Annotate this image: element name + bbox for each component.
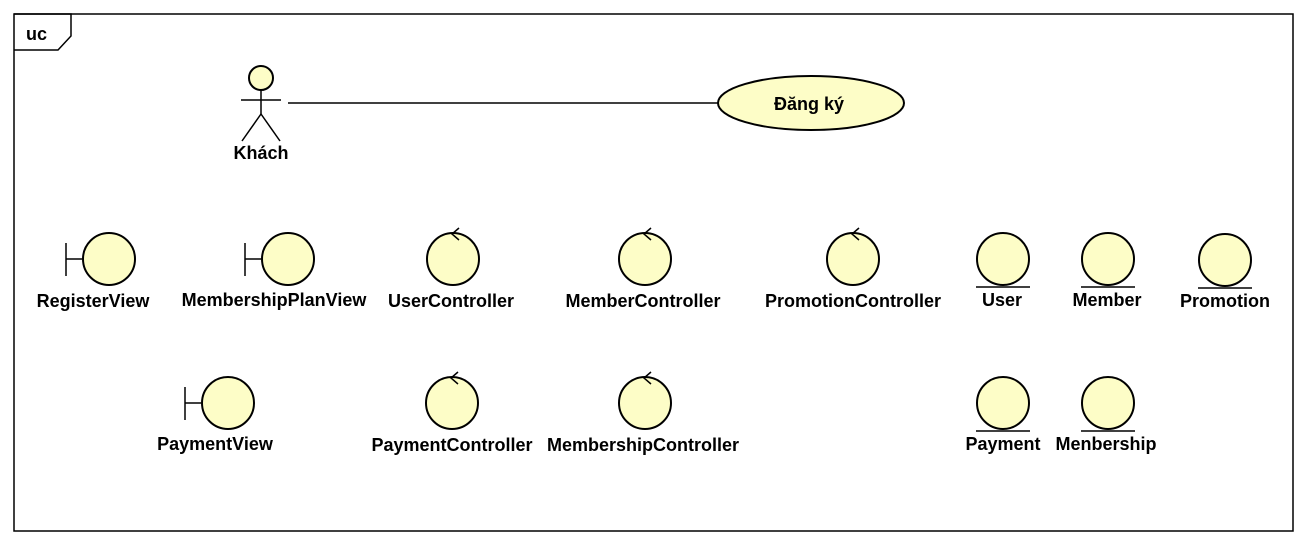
controller-arrow bbox=[450, 227, 460, 241]
boundary-circle bbox=[201, 376, 255, 430]
entity-circle bbox=[1081, 376, 1135, 430]
entity-label: Promotion bbox=[1180, 291, 1270, 311]
controller-promotion[interactable]: PromotionController bbox=[765, 227, 941, 311]
controller-label: PaymentController bbox=[371, 435, 532, 455]
use-case-label: Đăng ký bbox=[774, 94, 844, 114]
entity-circle bbox=[976, 232, 1030, 286]
controller-label: UserController bbox=[388, 291, 514, 311]
entity-promotion[interactable]: Promotion bbox=[1180, 233, 1270, 311]
actor-head bbox=[248, 65, 274, 91]
actor-right-leg bbox=[260, 113, 281, 142]
entity-circle bbox=[976, 376, 1030, 430]
entity-label: Menbership bbox=[1055, 434, 1156, 454]
controller-circle bbox=[618, 376, 672, 430]
controller-arrow bbox=[449, 371, 459, 385]
controller-label: PromotionController bbox=[765, 291, 941, 311]
controller-arrow bbox=[642, 227, 652, 241]
frame-tab bbox=[14, 13, 72, 51]
entity-label: Payment bbox=[965, 434, 1040, 454]
frame-label: uc bbox=[26, 24, 47, 44]
entity-circle bbox=[1198, 233, 1252, 287]
controller-circle bbox=[425, 376, 479, 430]
actor-left-leg bbox=[241, 113, 262, 142]
entity-menbership[interactable]: Menbership bbox=[1055, 376, 1157, 454]
controller-user[interactable]: UserController bbox=[388, 227, 514, 311]
controller-arrow bbox=[642, 371, 652, 385]
controller-label: MemberController bbox=[565, 291, 720, 311]
boundary-membership-plan-view[interactable]: MembershipPlanView bbox=[182, 232, 368, 310]
controller-label: MembershipController bbox=[547, 435, 739, 455]
controller-payment[interactable]: PaymentController bbox=[371, 371, 533, 455]
controller-circle bbox=[426, 232, 480, 286]
entity-user[interactable]: User bbox=[976, 232, 1030, 310]
entity-circle bbox=[1081, 232, 1135, 286]
actor-khach[interactable]: Khách bbox=[233, 65, 289, 163]
use-case-dang-ky[interactable]: Đăng ký bbox=[717, 75, 905, 131]
controller-arrow bbox=[850, 227, 860, 241]
entity-payment[interactable]: Payment bbox=[965, 376, 1041, 454]
diagram-frame bbox=[13, 13, 1294, 532]
boundary-label: PaymentView bbox=[157, 434, 274, 454]
entity-label: User bbox=[982, 290, 1022, 310]
use-case-ellipse bbox=[717, 75, 905, 131]
actor-label: Khách bbox=[233, 143, 288, 163]
boundary-label: MembershipPlanView bbox=[182, 290, 368, 310]
controller-membership[interactable]: MembershipController bbox=[547, 371, 739, 455]
boundary-circle bbox=[82, 232, 136, 286]
controller-circle bbox=[618, 232, 672, 286]
entity-member[interactable]: Member bbox=[1072, 232, 1142, 310]
entity-label: Member bbox=[1072, 290, 1141, 310]
boundary-register-view[interactable]: RegisterView bbox=[37, 232, 151, 311]
controller-member[interactable]: MemberController bbox=[565, 227, 721, 311]
boundary-payment-view[interactable]: PaymentView bbox=[157, 376, 274, 454]
boundary-label: RegisterView bbox=[37, 291, 151, 311]
boundary-circle bbox=[261, 232, 315, 286]
controller-circle bbox=[826, 232, 880, 286]
